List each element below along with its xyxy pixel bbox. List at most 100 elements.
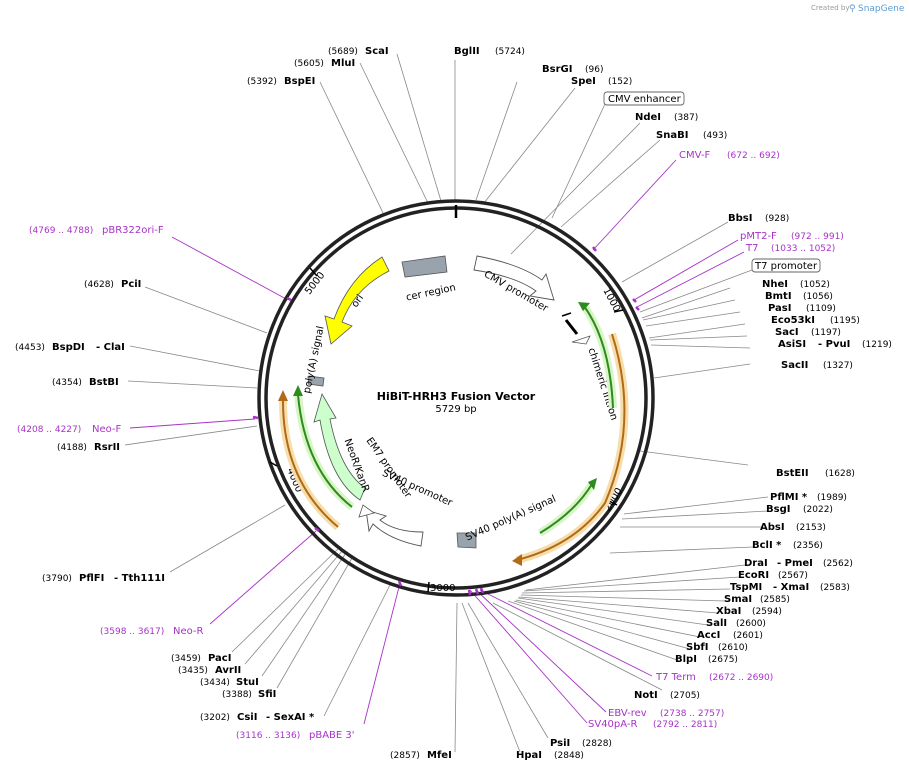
site-avrii-name[interactable]: AvrII [215, 665, 241, 676]
site-noti-name[interactable]: NotI [634, 690, 658, 701]
site-eco53ki-name[interactable]: Eco53kI [771, 315, 815, 326]
cmv-promoter-feature[interactable] [473, 255, 555, 301]
site-blpi-pos: (2675) [708, 655, 738, 665]
site-mfei-name[interactable]: MfeI [427, 750, 452, 761]
site-bbsi-name[interactable]: BbsI [728, 213, 752, 224]
orf-right-upper-arrowhead-icon [578, 302, 590, 311]
site-mlui-name[interactable]: MluI [331, 58, 355, 69]
site-pflmi-name[interactable]: PflMI * [770, 492, 808, 503]
site-spei-pos: (152) [608, 77, 632, 87]
site-stui-name[interactable]: StuI [236, 677, 259, 688]
sv40-promoter-feature[interactable] [365, 509, 424, 547]
site-paci-name[interactable]: PacI [208, 653, 231, 664]
site-bspdi-name[interactable]: BspDI [52, 342, 85, 353]
primer-neo-r-name[interactable]: Neo-R [173, 626, 204, 637]
site-ndei-name[interactable]: NdeI [635, 112, 661, 123]
orf-left-arrowhead-icon [293, 385, 303, 396]
site-pcii-pos: (4628) [84, 280, 114, 290]
site-saci-name[interactable]: SacI [775, 327, 799, 338]
site-hpai-name[interactable]: HpaI [516, 750, 542, 761]
t7-promoter-label[interactable]: T7 promoter [754, 261, 818, 272]
site-tspmi-name[interactable]: TspMI [730, 582, 762, 593]
site-csii-name[interactable]: CsiI [237, 712, 257, 723]
site-pflfi-name[interactable]: PflFI [79, 573, 104, 584]
site-bglii-name[interactable]: BglII [454, 46, 480, 57]
site-clai-name[interactable]: - ClaI [96, 342, 125, 353]
site-csii-pos: (3202) [200, 713, 230, 723]
site-spei-name[interactable]: SpeI [571, 76, 596, 87]
orf-right-feature[interactable] [516, 333, 626, 561]
site-bstbi-name[interactable]: BstBI [89, 377, 119, 388]
feature-connectors [551, 103, 753, 313]
site-asisi-pos: (1219) [862, 340, 892, 350]
primer-cmv-f-name[interactable]: CMV-F [679, 150, 710, 161]
orf-left-feature[interactable] [297, 394, 353, 508]
primer-connectors [129, 159, 745, 725]
site-pasi-name[interactable]: PasI [768, 303, 791, 314]
site-absi-pos: (2153) [796, 523, 826, 533]
site-bsteii-name[interactable]: BstEII [776, 468, 809, 479]
site-xbai-name[interactable]: XbaI [716, 606, 741, 617]
site-rsrii-name[interactable]: RsrII [94, 442, 120, 453]
primer-ebv-rev-name[interactable]: EBV-rev [608, 708, 647, 719]
site-sacii-name[interactable]: SacII [781, 360, 808, 371]
site-absi-name[interactable]: AbsI [760, 522, 785, 533]
site-sfii-name[interactable]: SfiI [258, 689, 276, 700]
cmv-enhancer-label[interactable]: CMV enhancer [608, 94, 682, 105]
primer-t7-pos: (1033 .. 1052) [771, 244, 835, 254]
tick-label-3000: 3000 [430, 583, 455, 594]
site-scai-name[interactable]: ScaI [365, 46, 389, 57]
site-bcli-name[interactable]: BclI * [752, 540, 782, 551]
primer-sv40pa-r-name[interactable]: SV40pA-R [588, 719, 637, 730]
site-bsteii-pos: (1628) [825, 469, 855, 479]
site-smai-pos: (2585) [760, 595, 790, 605]
primer-pbabe3-name[interactable]: pBABE 3' [309, 730, 355, 741]
site-tth111i-name[interactable]: - Tth111I [114, 573, 165, 584]
primer-t7-name[interactable]: T7 [745, 243, 758, 254]
em7-promoter-feature[interactable] [358, 504, 375, 518]
site-sexai-name[interactable]: - SexAI * [266, 712, 315, 723]
site-drai-name[interactable]: DraI [744, 558, 768, 569]
site-bspei-name[interactable]: BspEI [284, 76, 315, 87]
ori-feature[interactable] [324, 256, 390, 345]
site-smai-name[interactable]: SmaI [724, 594, 752, 605]
site-nhei-name[interactable]: NheI [762, 279, 788, 290]
primer-marks [252, 246, 640, 596]
site-noti-pos: (2705) [670, 691, 700, 701]
site-rsrii-pos: (4188) [57, 443, 87, 453]
polya-feature[interactable] [307, 375, 325, 387]
site-sbfi-pos: (2610) [718, 643, 748, 653]
site-bsrgi-name[interactable]: BsrGI [542, 64, 572, 75]
site-pmei-name[interactable]: - PmeI [777, 558, 813, 569]
site-bcli-pos: (2356) [793, 541, 823, 551]
orf-right-upper-feature[interactable] [583, 305, 614, 409]
site-snabi-name[interactable]: SnaBI [656, 130, 688, 141]
site-pvui-name[interactable]: - PvuI [818, 339, 850, 350]
site-psii-pos: (2828) [582, 739, 612, 749]
restriction-site-labels: BglII (5724) BsrGI (96) SpeI (152) NdeI … [15, 46, 892, 761]
primer-pmt2-f-name[interactable]: pMT2-F [740, 231, 777, 242]
site-sali-name[interactable]: SalI [706, 618, 727, 629]
primer-pbr322ori-f-name[interactable]: pBR322ori-F [102, 225, 164, 236]
neokanr-feature[interactable] [313, 392, 366, 501]
site-drai-pos: (2562) [823, 559, 853, 569]
orf-lower-right-feature[interactable] [539, 483, 593, 534]
cer-region-feature[interactable] [401, 255, 448, 278]
site-bsgi-name[interactable]: BsgI [766, 504, 790, 515]
primer-t7-term-name[interactable]: T7 Term [655, 672, 696, 683]
site-avrii-pos: (3435) [178, 666, 208, 676]
site-xmai-name[interactable]: - XmaI [773, 582, 809, 593]
primer-neo-f-name[interactable]: Neo-F [92, 424, 122, 435]
site-asisi-name[interactable]: AsiSI [778, 339, 806, 350]
sv40-polya-feature[interactable] [456, 532, 477, 549]
site-pcii-name[interactable]: PciI [121, 279, 141, 290]
site-blpi-name[interactable]: BlpI [675, 654, 697, 665]
site-bmti-name[interactable]: BmtI [765, 291, 792, 302]
site-psii-name[interactable]: PsiI [550, 738, 570, 749]
orf-left-outer-feature[interactable] [281, 397, 339, 528]
site-nhei-pos: (1052) [800, 280, 830, 290]
site-acci-name[interactable]: AccI [697, 630, 720, 641]
site-sbfi-name[interactable]: SbfI [686, 642, 708, 653]
site-ecori-name[interactable]: EcoRI [738, 570, 769, 581]
plasmid-length: 5729 bp [435, 404, 476, 415]
